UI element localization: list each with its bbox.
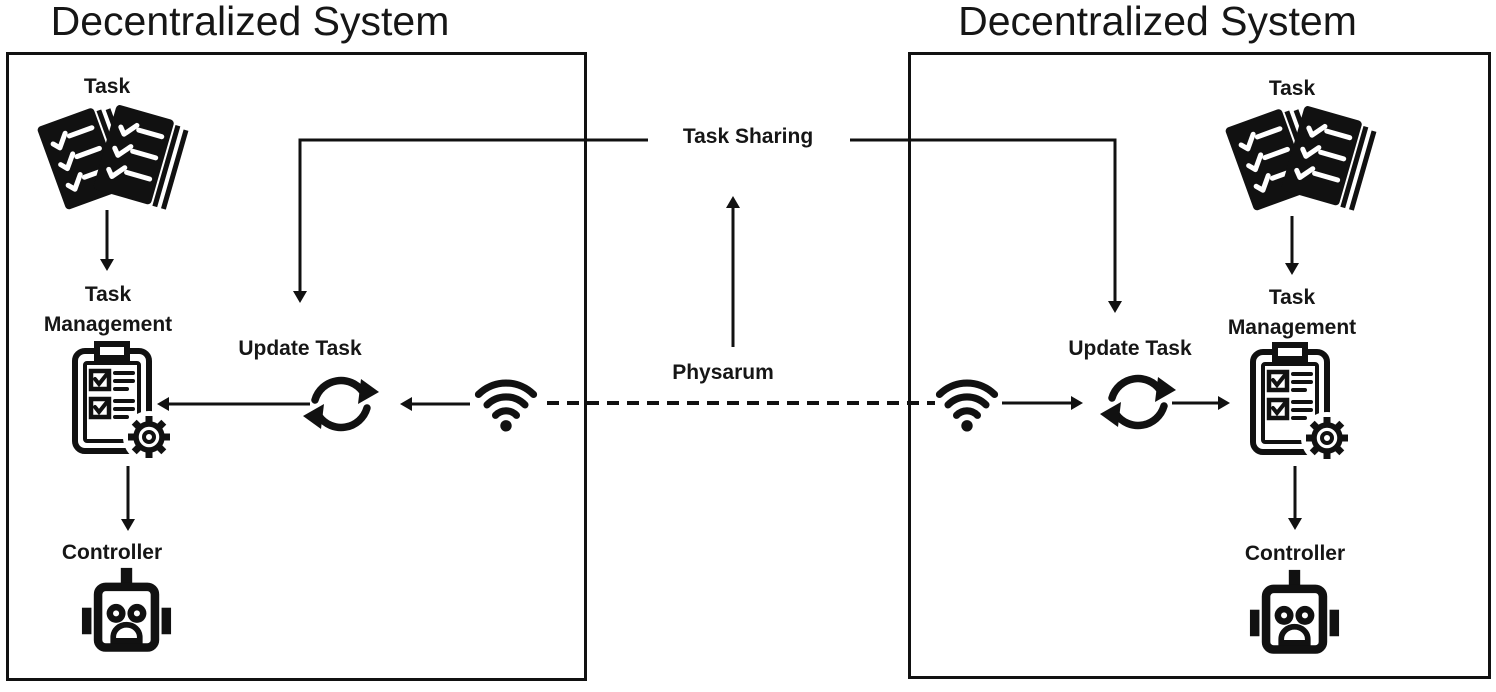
- left-task-management-label: Task Management: [43, 283, 173, 336]
- task-sharing-label: Task Sharing: [682, 125, 814, 148]
- arrow-management-to-controller-right: [1288, 466, 1302, 530]
- arrow-wifi-to-update-right: [1002, 396, 1083, 410]
- arrow-management-to-controller-left: [121, 466, 135, 531]
- right-controller-label: Controller: [1244, 542, 1346, 565]
- refresh-arrows-icon: [301, 364, 381, 449]
- right-update-task-label: Update Task: [1068, 337, 1192, 360]
- right-system-title: Decentralized System: [958, 0, 1357, 44]
- robot-icon: [79, 566, 174, 662]
- robot-icon: [1247, 568, 1342, 664]
- arrow-update-to-management-left: [157, 397, 310, 411]
- wifi-icon: [468, 372, 544, 439]
- arrow-task-to-management-right: [1285, 216, 1299, 275]
- arrow-update-to-management-right: [1172, 396, 1230, 410]
- clipboard-gear-icon: [71, 341, 175, 470]
- left-controller-label: Controller: [61, 541, 163, 564]
- gear-icon: [1301, 412, 1353, 464]
- arrow-task-to-management-left: [100, 210, 114, 271]
- arrow-wifi-to-update-left: [400, 397, 470, 411]
- right-task-label: Task: [1268, 77, 1316, 100]
- gear-icon: [123, 411, 175, 463]
- wifi-icon: [929, 372, 1005, 439]
- left-task-label: Task: [83, 75, 131, 98]
- clipboard-gear-icon: [1249, 342, 1353, 471]
- right-task-management-label: Task Management: [1227, 286, 1357, 339]
- right-system-box: [908, 52, 1491, 679]
- task-checklists-icon: [22, 99, 192, 219]
- refresh-arrows-icon: [1098, 362, 1178, 447]
- left-system-title: Decentralized System: [50, 0, 450, 44]
- arrow-task-sharing-left: [293, 138, 648, 303]
- left-system-box: [6, 52, 587, 681]
- task-checklists-icon: [1210, 100, 1380, 220]
- arrow-task-sharing-right: [850, 138, 1122, 313]
- arrow-physarum-up: [726, 196, 740, 347]
- left-update-task-label: Update Task: [238, 337, 362, 360]
- physarum-label: Physarum: [672, 361, 774, 384]
